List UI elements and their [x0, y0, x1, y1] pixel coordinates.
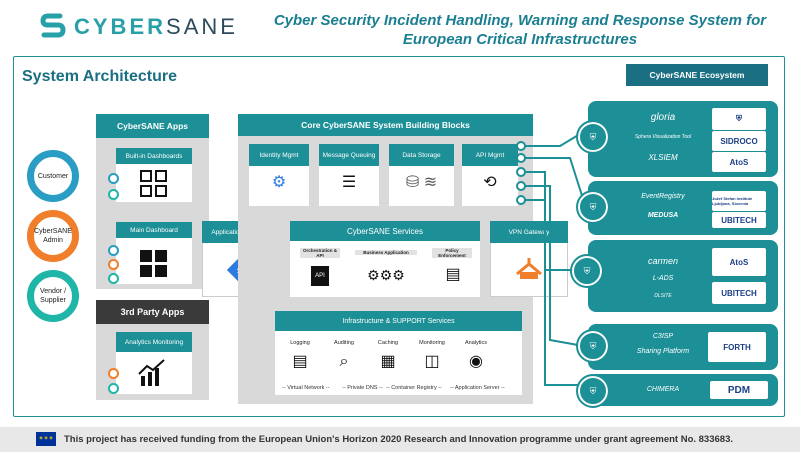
privacynet-icon: ⛨ — [576, 374, 610, 408]
api-icon: ⟲ — [483, 174, 497, 191]
connector-dot — [108, 368, 119, 379]
gears-icon: ⚙⚙⚙ — [367, 267, 405, 283]
eco-carmen: carmen — [647, 256, 678, 266]
main-dashboard-icon — [140, 250, 167, 277]
data-storage-label: Data Storage — [389, 144, 454, 166]
queue-icon: ☰ — [341, 174, 357, 191]
api-mgmt-label: API Mgmt — [462, 144, 518, 166]
actor-admin: CyberSANE Admin — [27, 210, 79, 262]
eco-c3isp: C3ISP — [652, 333, 674, 340]
main-dashboard-label: Main Dashboard — [116, 222, 192, 238]
connector-dot — [108, 273, 119, 284]
logo-text: CYBERSANE — [74, 14, 238, 39]
infra-container-registry: -- Container Registry -- — [386, 385, 442, 391]
infra-auditing: Auditing — [334, 340, 354, 346]
services-title: CyberSANE Services — [290, 221, 480, 241]
eco-medusa: MEDUSA — [647, 212, 679, 219]
infra-private-dns: -- Private DNS -- — [342, 385, 383, 391]
ecosystem-title: CyberSANE Ecosystem — [626, 64, 768, 86]
eco-gloria: gloria — [650, 112, 676, 123]
eco-atos: AtoS — [712, 152, 766, 172]
eco-dlsite: DLSITE — [654, 293, 672, 299]
vpn-gateway-label: VPN Gateway — [490, 221, 568, 243]
eco-logo-badge: ⛨ — [712, 108, 766, 130]
analytics-label: Analytics Monitoring — [116, 332, 192, 352]
section-title: System Architecture — [22, 68, 178, 85]
third-party-title: 3rd Party Apps — [96, 300, 209, 324]
identity-icon: ⚙ — [271, 174, 287, 191]
eco-ubitech: UBITECH — [712, 212, 766, 228]
eco-eventregistry: EventRegistry — [641, 193, 685, 200]
auditing-icon: ⌕ — [339, 353, 349, 370]
eu-flag-icon: ✶✶✶ — [36, 432, 56, 446]
service-orchestration: Orchestration & API — [300, 248, 340, 258]
eco-pdm: PDM — [710, 381, 768, 399]
monitoring-icon: ◫ — [424, 353, 440, 370]
infra-logging: Logging — [290, 340, 310, 346]
database-icon: ⛁ ≋ — [405, 174, 438, 191]
apps-title: CyberSANE Apps — [96, 114, 209, 138]
vpn-icon — [514, 254, 544, 289]
eco-lads: L-ADS — [652, 275, 674, 282]
infra-virtual-network: -- Virtual Network -- — [282, 385, 330, 391]
footer — [0, 427, 800, 452]
eco-ubitech-2: UBITECH — [712, 282, 766, 304]
eco-xlsiem: XLSIEM — [648, 153, 678, 162]
connector-dot — [108, 259, 119, 270]
cybersane-logo-icon — [38, 10, 68, 40]
actor-vendor: Vendor / Supplier — [27, 270, 79, 322]
infra-analytics: Analytics — [464, 340, 487, 346]
page-title: Cyber Security Incident Handling, Warnin… — [273, 12, 767, 48]
infra-title: Infrastructure & SUPPORT Services — [275, 311, 522, 331]
footer-text: This project has received funding from t… — [64, 434, 733, 445]
analytics-icon: ◉ — [469, 353, 483, 370]
infra-application-server: -- Application Server -- — [450, 385, 505, 391]
hybridnet-icon: ⛨ — [570, 254, 604, 288]
message-queuing-label: Message Queuing — [319, 144, 379, 166]
eco-sidroco: SIDROCO — [712, 131, 766, 151]
connector-dot — [108, 383, 119, 394]
eco-forth: FORTH — [708, 332, 766, 362]
connector-dot — [108, 189, 119, 200]
analytics-chart-icon — [137, 358, 167, 393]
eco-atos-2: AtoS — [712, 248, 766, 276]
deepnet-icon: ⛨ — [576, 190, 610, 224]
eco-sphera: Sphera Visualization Tool — [634, 134, 692, 140]
api-doc-icon: API — [311, 266, 329, 286]
sharenet-icon: ⛨ — [576, 329, 610, 363]
connector-dot — [108, 173, 119, 184]
service-policy: Policy Enforcement — [432, 248, 472, 258]
eco-sharing-platform: Sharing Platform — [636, 348, 690, 355]
builtin-dashboards-label: Built-in Dashboards — [116, 148, 192, 164]
caching-icon: ▦ — [380, 353, 396, 370]
logging-icon: ▤ — [292, 353, 308, 370]
core-title: Core CyberSANE System Building Blocks — [238, 114, 533, 136]
infra-caching: Caching — [377, 340, 399, 346]
policy-icon: ▤ — [445, 266, 461, 283]
actor-customer: Customer — [27, 150, 79, 202]
connector-dot — [108, 245, 119, 256]
identity-mgmt-label: Identity Mgmt — [249, 144, 309, 166]
eco-chimera: CHIMERA — [646, 386, 680, 393]
dashboard-grid-icon — [140, 170, 167, 197]
eco-jsi: Jožef Stefan Institute Ljubljana, Sloven… — [712, 191, 766, 211]
service-business: Business Application — [355, 250, 417, 255]
infra-monitoring: Monitoring — [419, 340, 445, 346]
livenet-icon: ⛨ — [576, 120, 610, 154]
